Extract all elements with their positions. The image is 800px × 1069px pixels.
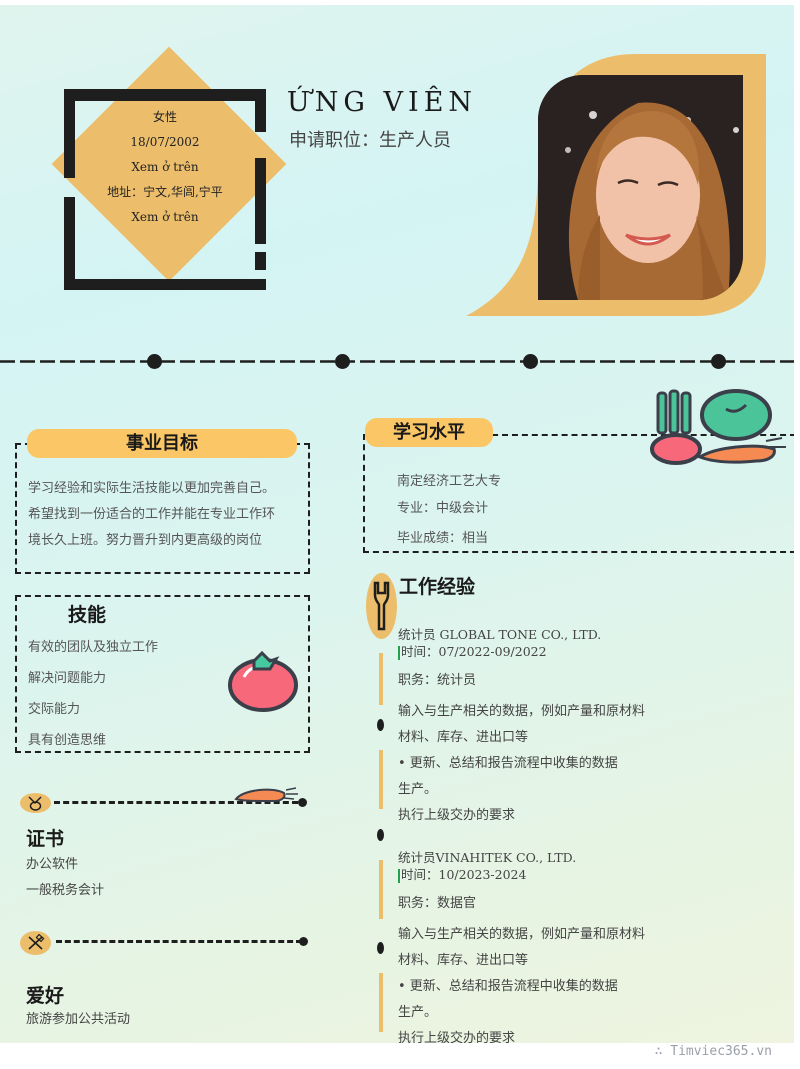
frame-bar <box>255 252 266 270</box>
tools-icon <box>28 933 45 950</box>
hobby-icon-circle <box>20 931 51 955</box>
frame-bar <box>64 279 266 290</box>
timeline-dot <box>377 719 384 731</box>
major: 专业：中级会计 <box>397 501 489 516</box>
duty-line: 材料、库存、进出口等 <box>398 953 529 968</box>
text-cursor <box>398 868 400 883</box>
duty-line: 输入与生产相关的数据，例如产量和原材料 <box>398 704 646 719</box>
timeline-dot <box>377 942 384 954</box>
career-goal-text: 学习经验和实际生活技能以更加完善自己。 希望找到一份适合的工作并能在专业工作环 … <box>28 476 308 554</box>
graduation-grade: 毕业成绩：相当 <box>397 531 489 546</box>
line-end-dot <box>299 937 308 946</box>
frame-bar <box>255 89 266 132</box>
tomato-icon <box>228 650 298 712</box>
divider-dot <box>711 354 726 369</box>
hobbies-line <box>56 940 302 943</box>
duty-line: 生产。 <box>398 782 438 797</box>
career-goal-line: 境长久上班。努力晋升到内更高级的岗位 <box>28 533 263 548</box>
phone: Xem ở trên <box>131 160 199 174</box>
timeline-bar <box>379 750 383 809</box>
frame-bar <box>64 197 75 290</box>
duty-line: 生产。 <box>398 1005 438 1020</box>
personal-info: 女性 18/07/2002 Xem ở trên 地址：宁文,华闾,宁平 Xem… <box>75 105 255 230</box>
certificates-title: 证书 <box>26 828 65 850</box>
resume-page: 女性 18/07/2002 Xem ở trên 地址：宁文,华闾,宁平 Xem… <box>0 5 794 1043</box>
timeline-bar <box>379 860 383 919</box>
certificate-item: 办公软件 <box>26 857 79 872</box>
skills-title: 技能 <box>68 604 107 626</box>
section-divider <box>0 354 794 369</box>
frame-bar <box>64 89 75 178</box>
candidate-photo <box>538 75 743 300</box>
address: 地址：宁文,华闾,宁平 <box>107 185 223 199</box>
frame-bar <box>64 89 266 101</box>
school-name: 南定经济工艺大专 <box>397 474 502 489</box>
hobbies-title: 爱好 <box>26 985 65 1007</box>
job-duties: 输入与生产相关的数据，例如产量和原材料 材料、库存、进出口等 • 更新、总结和报… <box>398 922 645 1043</box>
timeline-bar <box>379 653 383 705</box>
job-role: 职务：统计员 <box>398 673 477 688</box>
vegetables-icon <box>650 389 786 465</box>
job-time-text: 时间：07/2022-09/2022 <box>401 644 547 659</box>
duty-line: • 更新、总结和报告流程中收集的数据 <box>398 979 618 994</box>
certificates-list: 办公软件 一般税务会计 <box>26 852 104 904</box>
job-role: 职务：数据官 <box>398 896 477 911</box>
certificate-item: 一般税务会计 <box>26 883 105 898</box>
skills-list: 有效的团队及独立工作 解决问题能力 交际能力 具有创造思维 <box>28 632 158 756</box>
career-goal-title: 事业目标 <box>27 429 297 458</box>
career-goal-line: 希望找到一份适合的工作并能在专业工作环 <box>28 507 276 522</box>
timeline-bar <box>379 973 383 1032</box>
carrot-icon <box>234 787 298 803</box>
portrait-illustration <box>538 75 743 300</box>
skill-item: 具有创造思维 <box>28 733 107 748</box>
duty-line: 执行上级交办的要求 <box>398 808 516 823</box>
job-company: 统计员 GLOBAL TONE CO., LTD. <box>398 624 601 643</box>
divider-dot <box>335 354 350 369</box>
experience-icon-circle <box>366 573 397 639</box>
company-name: 统计员 GLOBAL TONE CO., LTD. <box>398 627 602 642</box>
education-section <box>363 434 794 553</box>
job-time: 时间：10/2023-2024 <box>398 864 526 883</box>
position-label: 申请职位： <box>289 130 379 151</box>
duty-line: 执行上级交办的要求 <box>398 1031 516 1043</box>
duty-line: 材料、库存、进出口等 <box>398 730 529 745</box>
skill-item: 有效的团队及独立工作 <box>28 640 159 655</box>
job-time: 时间：07/2022-09/2022 <box>398 641 547 660</box>
skill-item: 交际能力 <box>28 702 81 717</box>
medal-icon <box>28 796 42 811</box>
birthdate: 18/07/2002 <box>130 135 200 149</box>
certificates-line <box>54 801 298 804</box>
gender: 女性 <box>152 110 177 124</box>
position-value: 生产人员 <box>379 130 451 151</box>
education-title: 学习水平 <box>365 418 493 447</box>
duty-line: • 更新、总结和报告流程中收集的数据 <box>398 756 618 771</box>
frame-bar <box>255 158 266 244</box>
text-cursor <box>398 645 400 660</box>
divider-dot <box>523 354 538 369</box>
wrench-icon <box>373 581 390 631</box>
duty-line: 输入与生产相关的数据，例如产量和原材料 <box>398 927 646 942</box>
experience-title: 工作经验 <box>399 576 476 598</box>
watermark: ∴ Timviec365.vn <box>654 1044 772 1059</box>
company-name: 统计员VINAHITEK CO., LTD. <box>398 850 577 865</box>
email: Xem ở trên <box>131 210 199 224</box>
skill-item: 解决问题能力 <box>28 671 107 686</box>
job-company: 统计员VINAHITEK CO., LTD. <box>398 847 576 866</box>
career-goal-line: 学习经验和实际生活技能以更加完善自己。 <box>28 481 276 496</box>
applied-position: 申请职位：生产人员 <box>289 126 451 152</box>
job-time-text: 时间：10/2023-2024 <box>401 867 527 882</box>
timeline-dot <box>377 829 384 841</box>
hobby-item: 旅游参加公共活动 <box>26 1012 131 1027</box>
medal-icon-circle <box>20 793 51 813</box>
job-duties: 输入与生产相关的数据，例如产量和原材料 材料、库存、进出口等 • 更新、总结和报… <box>398 699 645 829</box>
divider-dot <box>147 354 162 369</box>
line-end-dot <box>298 798 307 807</box>
candidate-name: ỨNG VIÊN <box>287 87 478 118</box>
skills-section <box>15 595 310 753</box>
